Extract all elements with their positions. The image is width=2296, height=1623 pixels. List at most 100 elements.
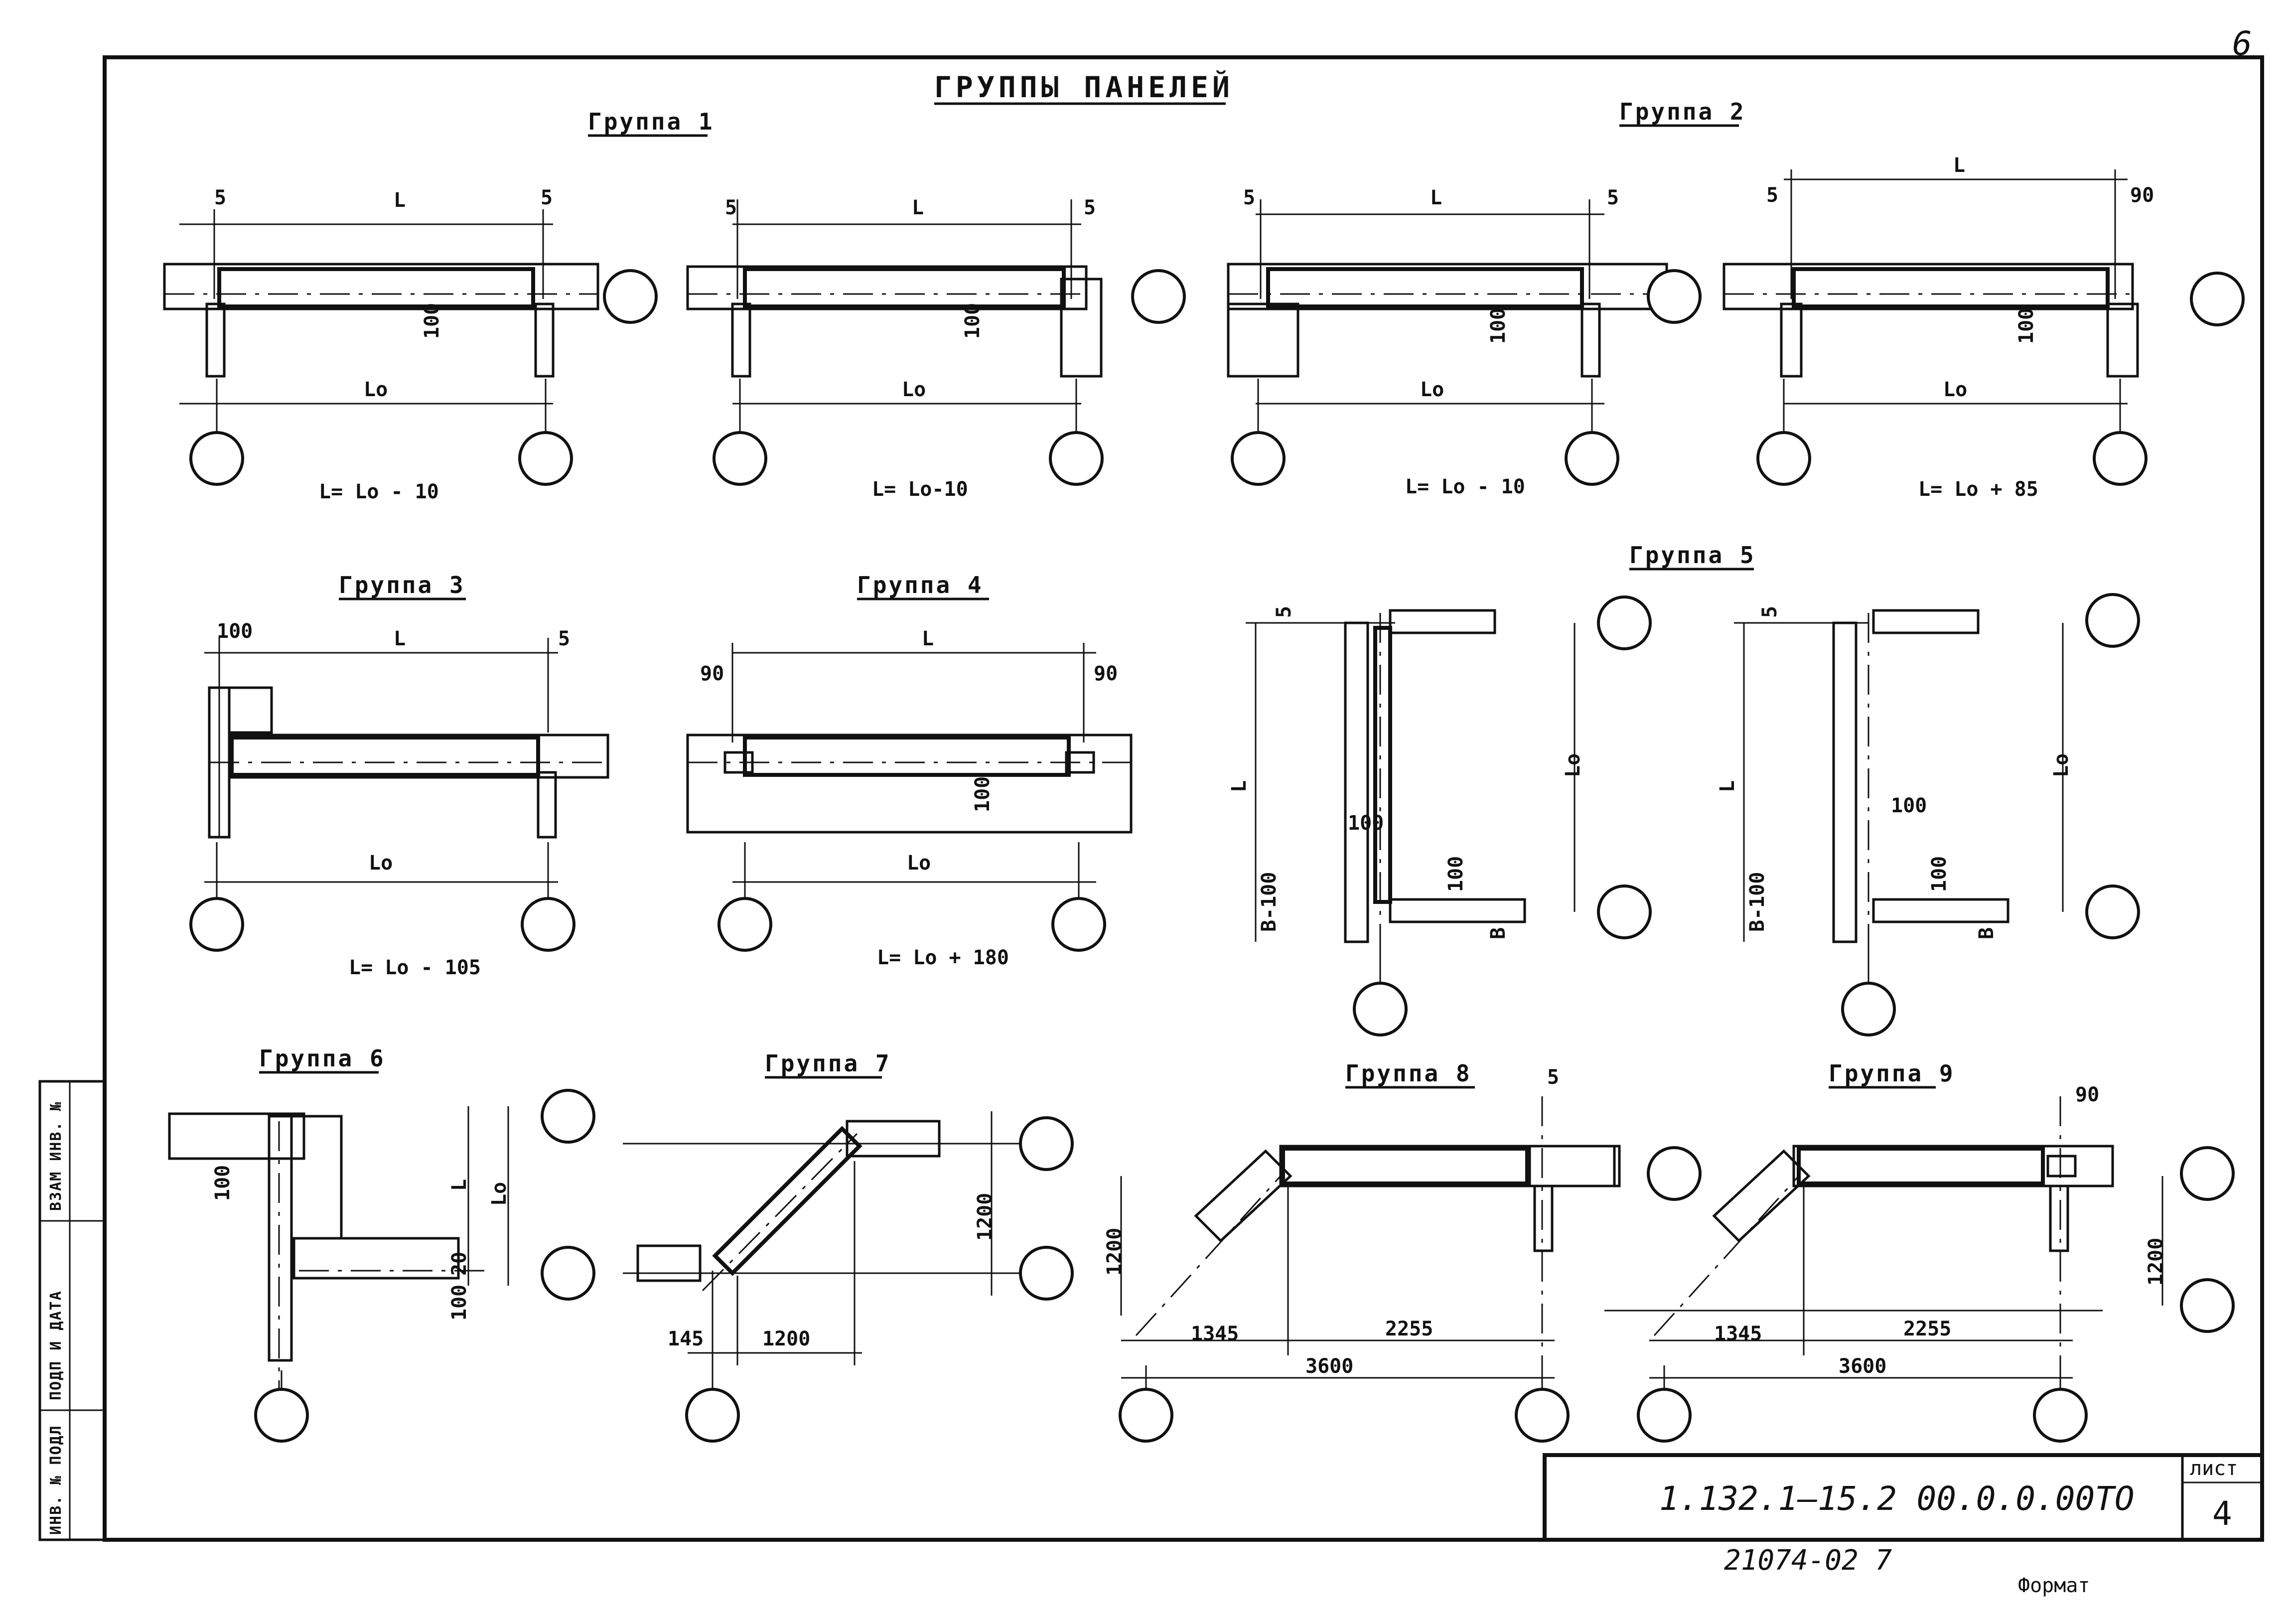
stamp-replace: ВЗАМ ИНВ. №: [47, 1101, 65, 1211]
group-9-label: Группа 9: [1829, 1060, 1955, 1087]
stamp-inv: ИНВ. № ПОДЛ: [47, 1425, 65, 1535]
dim-L-5a: L: [1228, 780, 1251, 792]
dim-Lo-3: Lo: [369, 852, 393, 875]
dim-145-7: 145: [668, 1328, 704, 1350]
dim-90-2b: 90: [2130, 184, 2154, 207]
group-7-label: Группа 7: [765, 1050, 891, 1077]
dim-90-9: 90: [2075, 1083, 2099, 1106]
dim-1200-7-v: 1200: [974, 1193, 997, 1241]
group-1b-formula: L= Lo-10: [872, 478, 968, 501]
group-4-formula: L= Lo + 180: [877, 946, 1009, 969]
dim-100-4: 100: [971, 776, 994, 812]
sheet-number: 4: [2212, 1494, 2232, 1533]
dim-100-6: 100: [211, 1165, 234, 1201]
dim-Lo-5a: Lo: [1562, 753, 1584, 777]
dim-100-5a: 100: [1348, 812, 1384, 835]
stamp-sign: ПОДП И ДАТА: [47, 1290, 65, 1400]
group-2b-formula: L= Lo + 85: [1918, 478, 2038, 501]
dim-L-2b: L: [1953, 154, 1965, 177]
diagram-group-9: 90 1200 1345 2255 3600: [1604, 1083, 2235, 1443]
dim-3600-9: 3600: [1839, 1355, 1886, 1378]
dim-b100-5b: B-100: [1746, 872, 1769, 932]
dim-L-1b: L: [912, 196, 924, 219]
dim-100-1b: 100: [961, 303, 984, 339]
dim-90-4-r: 90: [1094, 662, 1118, 685]
dim-100-1a: 100: [421, 303, 443, 339]
dim-5-1a-l: 5: [214, 186, 226, 209]
sheet-frame: [103, 55, 2264, 1542]
diagram-group-2b: L 5 90 100 Lo L= Lo + 85: [1722, 154, 2245, 501]
dim-2255-9: 2255: [1903, 1318, 1951, 1340]
dim-Lo-2a: Lo: [1420, 378, 1444, 401]
dim-3600-8: 3600: [1305, 1355, 1353, 1378]
dim-Lo-1a: Lo: [364, 378, 388, 401]
dim-b100-5a: B-100: [1258, 872, 1281, 932]
diagram-group-2a: L 5 5 100 Lo L= Lo - 10: [1227, 186, 1702, 498]
dim-100-5b: 100: [1891, 794, 1927, 817]
dim-5-2a-r: 5: [1607, 186, 1619, 209]
dim-100-5b-b: 100: [1928, 856, 1951, 892]
group-2-label: Группа 2: [1619, 98, 1746, 125]
diagram-group-5a: L 5 100 100 Lo B-100 B: [1228, 595, 1652, 1036]
dim-L-1a: L: [394, 189, 406, 212]
group-2a-formula: L= Lo - 10: [1405, 475, 1525, 498]
group-6-label: Группа 6: [259, 1045, 386, 1072]
dim-L-6: L: [448, 1179, 471, 1191]
title-block: 1.132.1—15.2 00.0.0.00ТО лист 4: [1543, 1453, 2264, 1542]
dim-5-1a-r: 5: [541, 186, 553, 209]
diagram-group-7: 1200 145 1200: [623, 1111, 1074, 1443]
group-8-label: Группа 8: [1345, 1060, 1472, 1087]
dim-5-8: 5: [1547, 1066, 1559, 1089]
dim-L-5b: L: [1716, 780, 1739, 792]
group-4-label: Группа 4: [857, 572, 984, 598]
diagram-group-1a: L 5 5 100 Lo L= Lo - 10: [163, 186, 658, 503]
drawing-title: ГРУППЫ ПАНЕЛЕЙ: [934, 70, 1234, 104]
diagram-group-3: L 100 5 Lo L= Lo - 105: [189, 620, 609, 979]
title-block-code: 1.132.1—15.2 00.0.0.00ТО: [1659, 1479, 2135, 1518]
group-3-formula: L= Lo - 105: [349, 956, 481, 979]
dim-1200-7-h: 1200: [762, 1328, 810, 1350]
dim-100-2b: 100: [2015, 308, 2038, 344]
diagram-group-5b: L 5 100 100 Lo B-100 B: [1716, 593, 2140, 1036]
dim-90-4-l: 90: [700, 662, 724, 685]
dim-Lo-6: Lo: [488, 1182, 511, 1206]
dim-5-1b-r: 5: [1084, 196, 1096, 219]
dim-20-6: 20: [448, 1252, 471, 1276]
dim-Lo-1b: Lo: [902, 378, 926, 401]
dim-100-3-top: 100: [217, 620, 253, 643]
dim-L-2a: L: [1430, 186, 1442, 209]
group-5-label: Группа 5: [1629, 542, 1756, 569]
dim-Lo-4: Lo: [907, 852, 931, 875]
order-number: 21074-02 7: [1724, 1544, 1892, 1577]
dim-5-2b: 5: [1766, 184, 1778, 207]
diagram-group-4: L 90 90 100 Lo L= Lo + 180: [686, 627, 1133, 969]
dim-1345-9: 1345: [1714, 1323, 1762, 1345]
dim-Lo-2b: Lo: [1943, 378, 1967, 401]
format-label: Формат: [2018, 1574, 2090, 1597]
diagram-group-6: 100 L Lo 20 100: [168, 1089, 595, 1443]
dim-b-5a: B: [1487, 927, 1510, 939]
dim-2255-8: 2255: [1385, 1318, 1433, 1340]
dim-1345-8: 1345: [1191, 1323, 1239, 1345]
dim-Lo-5b: Lo: [2050, 753, 2073, 777]
dim-1200-8: 1200: [1103, 1228, 1126, 1276]
group-1-label: Группа 1: [588, 108, 715, 135]
dim-5-1b-l: 5: [725, 196, 737, 219]
diagram-group-1b: L 5 5 100 Lo L= Lo-10: [686, 196, 1186, 501]
group-1a-formula: L= Lo - 10: [319, 480, 439, 503]
dim-L-4: L: [922, 627, 934, 650]
sheet-label: лист: [2190, 1457, 2238, 1480]
dim-b-5b: B: [1975, 927, 1998, 939]
dim-L-3: L: [394, 627, 406, 650]
dim-100-5a-b: 100: [1444, 856, 1467, 892]
dim-5-2a-l: 5: [1243, 186, 1255, 209]
dim-100-6-b: 100: [448, 1285, 471, 1321]
diagram-group-8: 5 1200 1345 2255 3600: [1103, 1066, 1702, 1443]
side-stamp: ИНВ. № ПОДЛ ПОДП И ДАТА ВЗАМ ИНВ. №: [38, 1080, 106, 1541]
dim-5-3: 5: [558, 627, 570, 650]
dim-1200-9: 1200: [2145, 1238, 2167, 1286]
dim-5-5b: 5: [1758, 606, 1781, 618]
dim-100-2a: 100: [1487, 308, 1510, 344]
group-3-label: Группа 3: [339, 572, 465, 598]
